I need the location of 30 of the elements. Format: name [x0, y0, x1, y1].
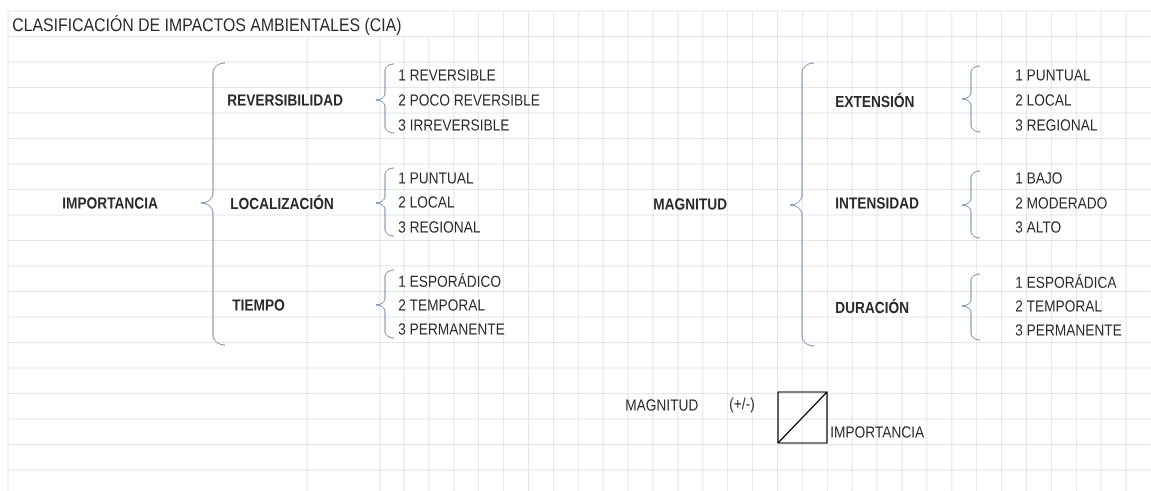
category-label: MAGNITUD — [654, 198, 727, 210]
option-label: 1 PUNTUAL — [399, 172, 474, 184]
option-label: 1 PUNTUAL — [1016, 69, 1091, 81]
option-label: 2 TEMPORAL — [1015, 300, 1102, 312]
formula-label: IMPORTANCIA — [831, 426, 925, 438]
option-label: 2 LOCAL — [398, 196, 455, 208]
category-label: TIEMPO — [232, 299, 285, 311]
option-label: 3 ALTO — [1015, 221, 1061, 233]
option-label: 3 PERMANENTE — [1015, 324, 1122, 336]
title: CLASIFICACIÓN DE IMPACTOS AMBIENTALES (CIA) — [13, 15, 401, 35]
category-label: DURACIÓN — [836, 298, 909, 314]
category-label: LOCALIZACIÓN — [231, 194, 333, 210]
formula-label: (+/-) — [730, 397, 754, 413]
category-label: EXTENSIÓN — [836, 92, 914, 108]
option-label: 2 TEMPORAL — [398, 299, 485, 311]
option-label: 1 ESPORÁDICA — [1016, 274, 1117, 288]
option-label: 1 ESPORÁDICO — [399, 273, 501, 287]
option-label: 3 REGIONAL — [398, 221, 480, 233]
option-label: 3 IRREVERSIBLE — [398, 119, 509, 131]
option-label: 1 REVERSIBLE — [399, 69, 496, 81]
option-label: 2 LOCAL — [1015, 94, 1072, 106]
category-label: INTENSIDAD — [836, 197, 919, 209]
formula-label: MAGNITUD — [626, 399, 698, 411]
option-label: 2 MODERADO — [1015, 197, 1107, 209]
option-label: 3 REGIONAL — [1015, 119, 1097, 131]
category-label: IMPORTANCIA — [63, 197, 158, 209]
option-label: 3 PERMANENTE — [398, 323, 505, 335]
option-label: 1 BAJO — [1016, 172, 1062, 184]
category-label: REVERSIBILIDAD — [228, 94, 343, 106]
option-label: 2 POCO REVERSIBLE — [398, 94, 540, 106]
